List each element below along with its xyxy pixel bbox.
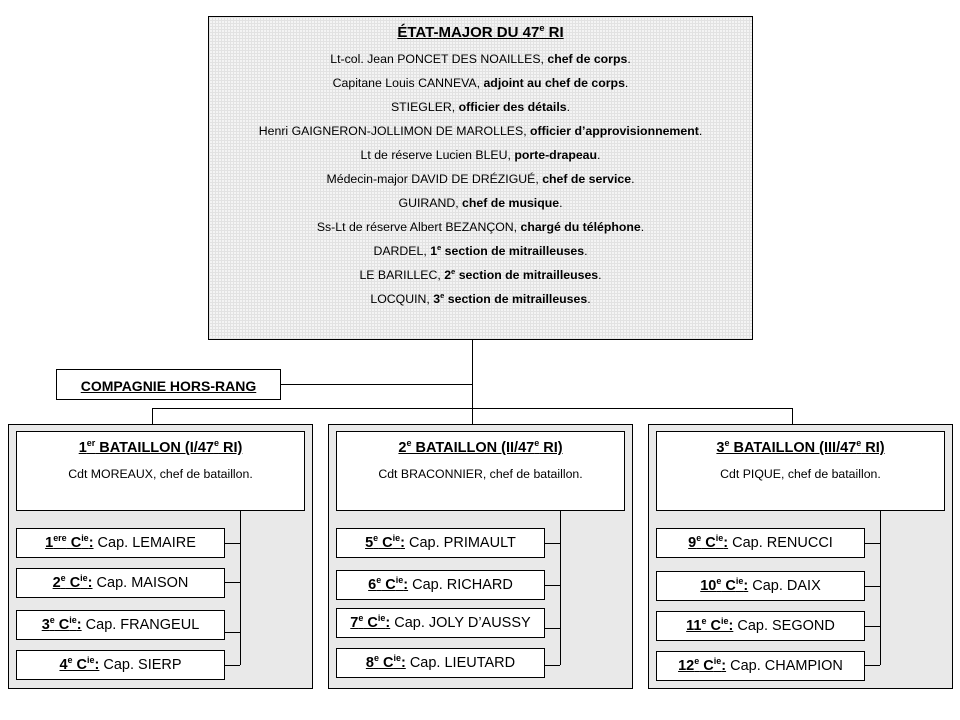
connector-battalions [152,408,792,409]
bracket-tick [545,628,560,629]
battalion-header-3: 3e BATAILLON (III/47e RI) Cdt PIQUE, che… [656,431,945,511]
bracket-tick [545,543,560,544]
bracket-tick [225,543,240,544]
company-box-5: 5e Cie: Cap. PRIMAULT [336,528,545,558]
battalion-commander: Cdt MOREAUX, chef de bataillon. [68,467,253,481]
battalion-header-1: 1er BATAILLON (I/47e RI) Cdt MOREAUX, ch… [16,431,305,511]
battalion-title: 2e BATAILLON (II/47e RI) [398,438,563,456]
bracket-tick [865,665,880,666]
battalion-title: 1er BATAILLON (I/47e RI) [78,438,243,456]
hq-staff-line: DARDEL, 1e section de mitrailleuses. [373,242,588,258]
bracket-tick [545,665,560,666]
hors-rang-box: COMPAGNIE HORS-RANG [56,369,281,400]
company-box-8: 8e Cie: Cap. LIEUTARD [336,648,545,678]
connector-hors-rang [281,384,472,385]
bracket-vertical [560,511,561,665]
bracket-tick [865,586,880,587]
company-box-12: 12e Cie: Cap. CHAMPION [656,651,865,681]
hq-staff-line: Médecin-major DAVID DE DRÉZIGUÉ, chef de… [326,172,635,186]
hq-staff-line: Lt de réserve Lucien BLEU, porte-drapeau… [360,148,601,162]
company-box-6: 6e Cie: Cap. RICHARD [336,570,545,600]
hq-staff-line: Henri GAIGNERON-JOLLIMON DE MAROLLES, of… [258,124,703,138]
company-box-7: 7e Cie: Cap. JOLY D’AUSSY [336,608,545,638]
hq-staff-line: Ss-Lt de réserve Albert BEZANÇON, chargé… [316,220,645,234]
bracket-vertical [240,511,241,665]
battalion-commander: Cdt PIQUE, chef de bataillon. [720,467,881,481]
hq-staff-line: Capitane Louis CANNEVA, adjoint au chef … [332,76,629,90]
hq-staff-line: LOCQUIN, 3e section de mitrailleuses. [370,290,591,306]
bracket-vertical [880,511,881,665]
bracket-tick [225,632,240,633]
battalion-title: 3e BATAILLON (III/47e RI) [716,438,885,456]
company-box-9: 9e Cie: Cap. RENUCCI [656,528,865,558]
hors-rang-label: COMPAGNIE HORS-RANG [80,378,257,394]
company-box-3: 3e Cie: Cap. FRANGEUL [16,610,225,640]
connector-trunk [472,340,473,424]
hq-staff-line: STIEGLER, officier des détails. [390,100,571,114]
battalion-header-2: 2e BATAILLON (II/47e RI) Cdt BRACONNIER,… [336,431,625,511]
hq-staff-line: LE BARILLEC, 2e section de mitrailleuses… [359,266,602,282]
company-box-4: 4e Cie: Cap. SIERP [16,650,225,680]
bracket-tick [545,585,560,586]
hq-staff-box: ÉTAT-MAJOR DU 47e RI Lt-col. Jean PONCET… [208,16,753,340]
hq-staff-line: Lt-col. Jean PONCET DES NOAILLES, chef d… [330,52,631,66]
battalion-commander: Cdt BRACONNIER, chef de bataillon. [378,467,583,481]
company-box-2: 2e Cie: Cap. MAISON [16,568,225,598]
bracket-tick [225,665,240,666]
company-box-10: 10e Cie: Cap. DAIX [656,571,865,601]
hq-staff-line: GUIRAND, chef de musique. [398,196,563,210]
company-box-1: 1ere Cie: Cap. LEMAIRE [16,528,225,558]
bracket-tick [225,582,240,583]
bracket-tick [865,626,880,627]
connector-bat-3 [792,408,793,424]
bracket-tick [865,543,880,544]
hq-title: ÉTAT-MAJOR DU 47e RI [397,23,564,41]
connector-bat-1 [152,408,153,424]
company-box-11: 11e Cie: Cap. SEGOND [656,611,865,641]
